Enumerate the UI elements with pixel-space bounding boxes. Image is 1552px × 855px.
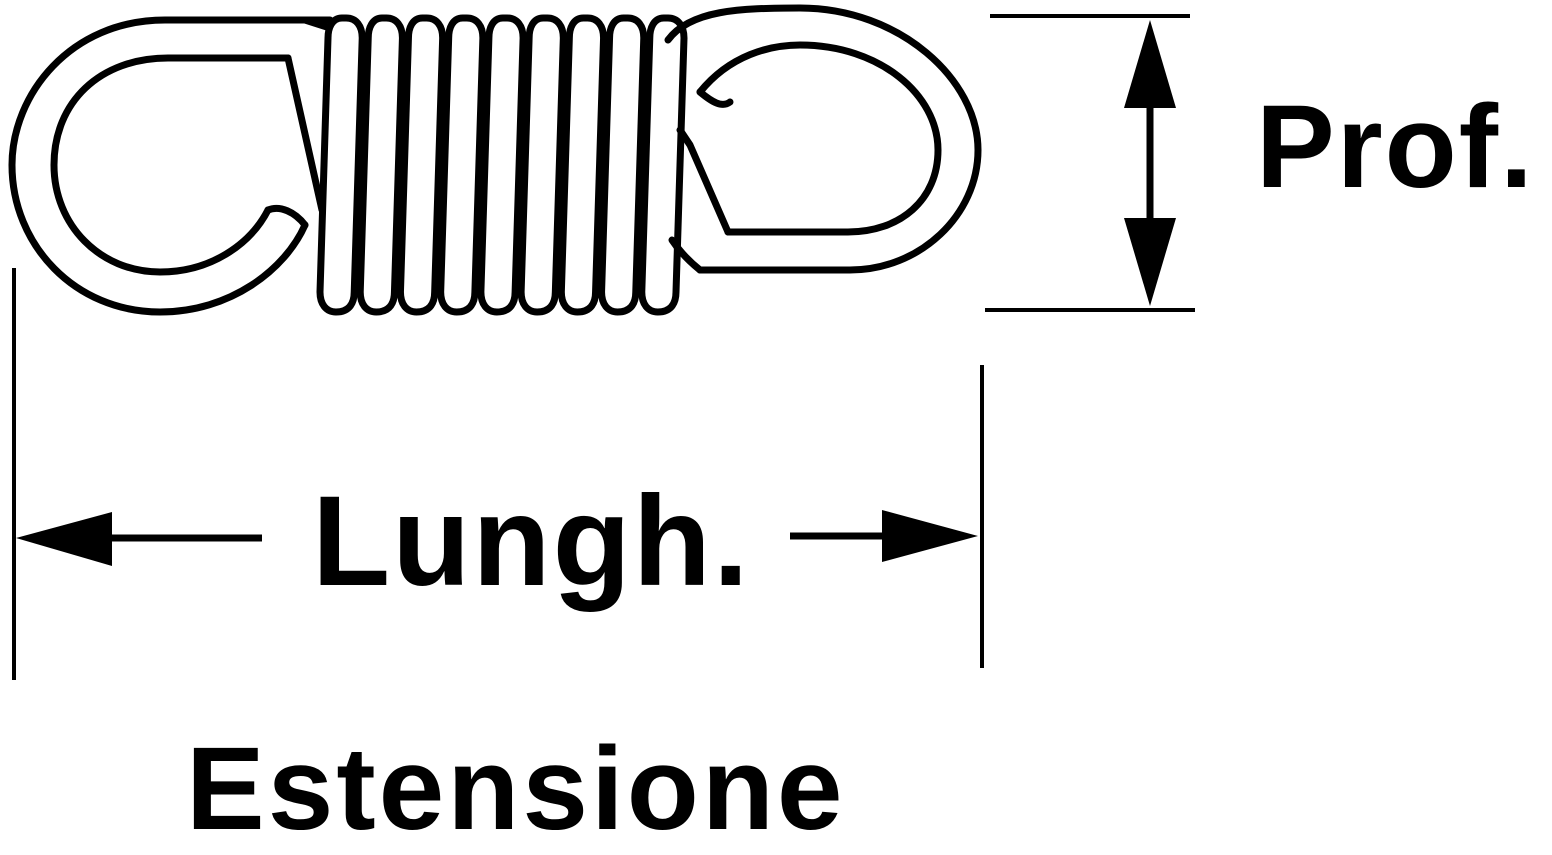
coil-turn bbox=[396, 14, 447, 316]
coil-turn bbox=[517, 14, 567, 316]
coil-body bbox=[316, 14, 688, 316]
coil-turn bbox=[437, 14, 487, 316]
right-hook bbox=[664, 4, 982, 274]
coil-turn bbox=[557, 14, 608, 316]
length-dimension bbox=[12, 268, 984, 680]
depth-label: Prof. bbox=[1256, 81, 1535, 213]
depth-dimension bbox=[985, 14, 1195, 312]
coil-turn bbox=[638, 14, 688, 316]
spring-type-label: Estensione bbox=[186, 723, 846, 855]
left-hook bbox=[8, 16, 334, 316]
coil-turn bbox=[316, 14, 366, 316]
length-label: Lungh. bbox=[312, 470, 751, 613]
coil-turn bbox=[598, 14, 648, 316]
coil-turn bbox=[477, 14, 527, 316]
coil-turn bbox=[356, 14, 406, 316]
